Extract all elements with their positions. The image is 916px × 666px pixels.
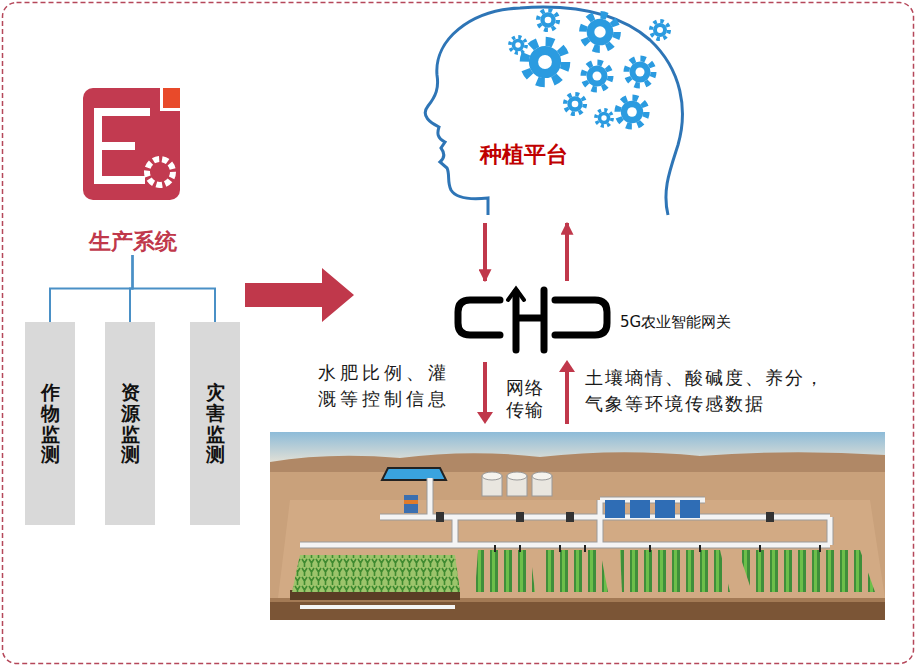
control-info-label: 水肥比例、灌溉等控制信息 xyxy=(318,360,454,412)
monitor-label: 灾害监测 xyxy=(206,382,225,466)
label-holder: 水肥比例、灌溉等控制信息 xyxy=(318,360,454,412)
platform-title: 种植平台 xyxy=(480,140,568,170)
system-title: 生产系统 xyxy=(89,229,177,255)
label-holder: 网络传输 xyxy=(506,377,548,421)
flow-arrow xyxy=(245,268,354,322)
outer-border xyxy=(3,3,914,664)
platform-head: 种植平台 xyxy=(420,5,690,217)
gateway-label: 5G农业智能网关 xyxy=(620,313,731,332)
label-holder: 土壤墒情、酸碱度、养分，气象等环境传感数据 xyxy=(585,365,829,417)
network-arrows xyxy=(477,360,575,424)
tree-line xyxy=(50,255,133,322)
monitor-box: 作物监测 xyxy=(25,322,75,525)
tree-line xyxy=(133,255,216,322)
gateway-node: 5G农业智能网关 xyxy=(452,283,792,349)
monitor-label: 作物监测 xyxy=(41,382,60,466)
head-outline xyxy=(425,7,682,215)
monitor-box: 灾害监测 xyxy=(190,322,240,525)
farm-illustration xyxy=(270,432,885,620)
system-logo xyxy=(83,85,183,200)
monitor-box: 资源监测 xyxy=(105,322,155,525)
data-arrow xyxy=(565,223,569,281)
system-node: 生产系统 xyxy=(80,85,185,255)
sensor-data-label: 土壤墒情、酸碱度、养分，气象等环境传感数据 xyxy=(585,365,829,417)
monitor-label: 资源监测 xyxy=(121,382,140,466)
gateway-icon xyxy=(458,289,607,350)
network-label: 网络传输 xyxy=(506,377,548,421)
data-arrow xyxy=(483,223,487,281)
